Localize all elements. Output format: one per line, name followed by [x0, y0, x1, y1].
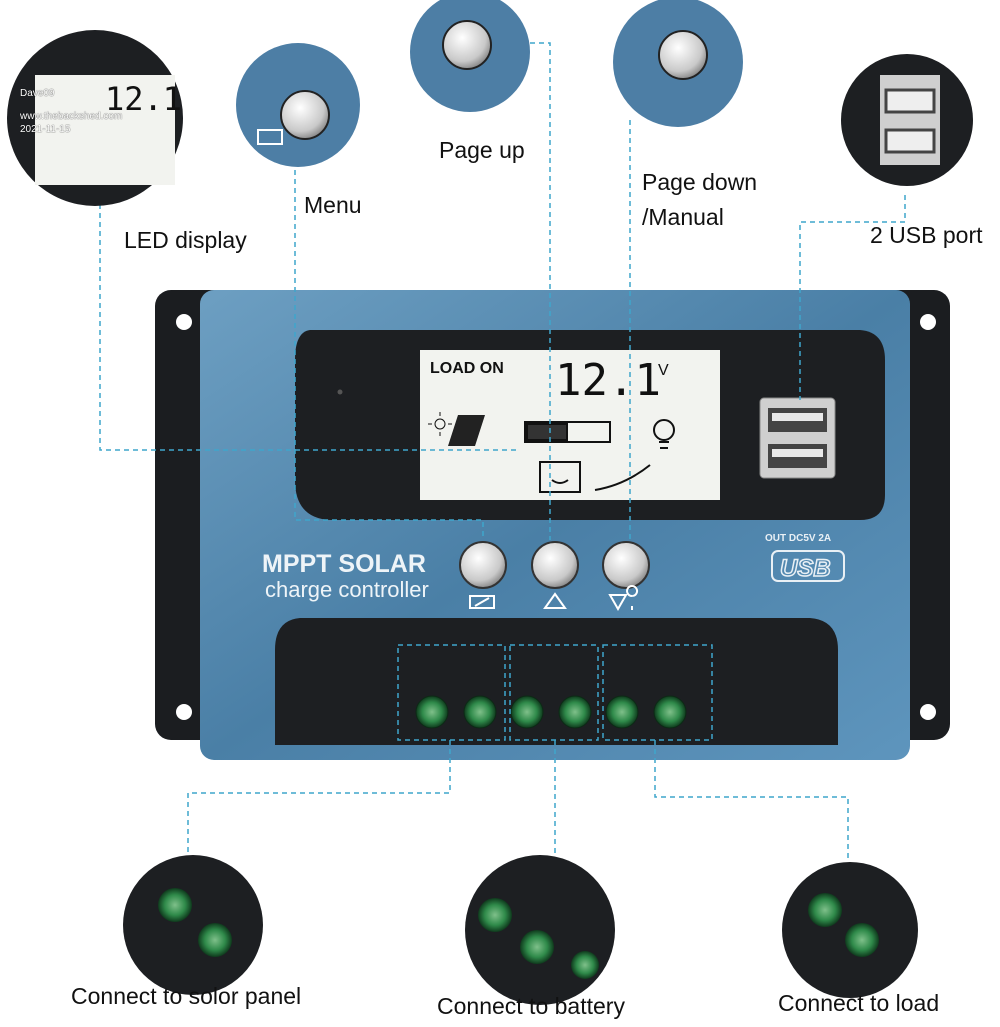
menu-button[interactable]: [459, 541, 507, 589]
sun-icon: [428, 412, 452, 436]
lcd-status: LOAD ON: [430, 360, 504, 377]
solar-terminal-closeup: [123, 855, 263, 995]
menu-button-closeup: [236, 43, 360, 167]
solar-terminal-box: [397, 644, 506, 741]
brand-subtitle: charge controller: [265, 577, 429, 602]
menu-icon: [469, 595, 495, 609]
terminal-battery-positive[interactable]: [510, 695, 544, 729]
label-load: Connect to load: [778, 990, 940, 1016]
leader-usb: [799, 195, 906, 400]
mount-hole-icon: [176, 314, 192, 330]
usb-logo-frame: [771, 550, 845, 582]
label-battery: Connect to battery: [437, 993, 625, 1019]
load-terminal-closeup: [782, 862, 918, 998]
page-down-button[interactable]: [602, 541, 650, 589]
light-sensor: [337, 389, 343, 395]
leader-led: [99, 195, 520, 451]
lcd-closeup: 12.1: [7, 30, 183, 206]
mount-hole-icon: [920, 314, 936, 330]
lcd-unit: V: [658, 362, 669, 379]
battery-terminal-closeup: [465, 855, 615, 1005]
label-page-up: Page up: [439, 137, 525, 163]
terminal-solar-positive[interactable]: [415, 695, 449, 729]
usb-output-rating: OUT DC5V 2A: [765, 533, 831, 544]
terminal-load-negative[interactable]: [653, 695, 687, 729]
page-up-closeup: [410, 0, 530, 112]
usb-logo: USB: [780, 555, 831, 582]
battery-level-icon: [524, 421, 611, 443]
page-down-closeup: [613, 0, 743, 127]
label-solar-panel: Connect to solor panel: [71, 983, 302, 1009]
watermark-site: www.thebackshed.com: [20, 111, 123, 122]
svg-text:12.1: 12.1: [105, 80, 182, 118]
lcd-value: 12.1: [555, 355, 661, 406]
brand-title: MPPT SOLAR: [262, 550, 426, 578]
solar-panel-icon: [448, 415, 485, 446]
label-usb-port: 2 USB port: [870, 222, 983, 248]
battery-icon: [539, 461, 581, 493]
terminal-block: [275, 618, 838, 745]
terminal-solar-negative[interactable]: [463, 695, 497, 729]
watermark-user: Dave09: [20, 88, 55, 99]
mount-hole-icon: [176, 704, 192, 720]
label-page-down: Page down: [642, 169, 758, 195]
page-up-icon: [543, 592, 567, 609]
watermark-date: 2021-11-15: [20, 124, 71, 135]
battery-terminal-box: [509, 644, 599, 741]
load-arrow-icon: [594, 464, 651, 491]
terminal-battery-negative[interactable]: [558, 695, 592, 729]
leader-pageup: [530, 42, 551, 540]
leader-load: [654, 740, 849, 862]
bulb-icon: [653, 419, 675, 449]
page-down-icon: [608, 585, 639, 612]
mount-hole-icon: [920, 704, 936, 720]
load-terminal-box: [602, 644, 713, 741]
terminal-load-positive[interactable]: [605, 695, 639, 729]
page-up-button[interactable]: [531, 541, 579, 589]
leader-menu: [294, 170, 484, 540]
label-manual: /Manual: [642, 204, 724, 230]
usb-closeup: [841, 54, 973, 186]
label-menu: Menu: [304, 192, 362, 218]
label-led-display: LED display: [124, 227, 247, 253]
leader-solar: [187, 740, 451, 858]
